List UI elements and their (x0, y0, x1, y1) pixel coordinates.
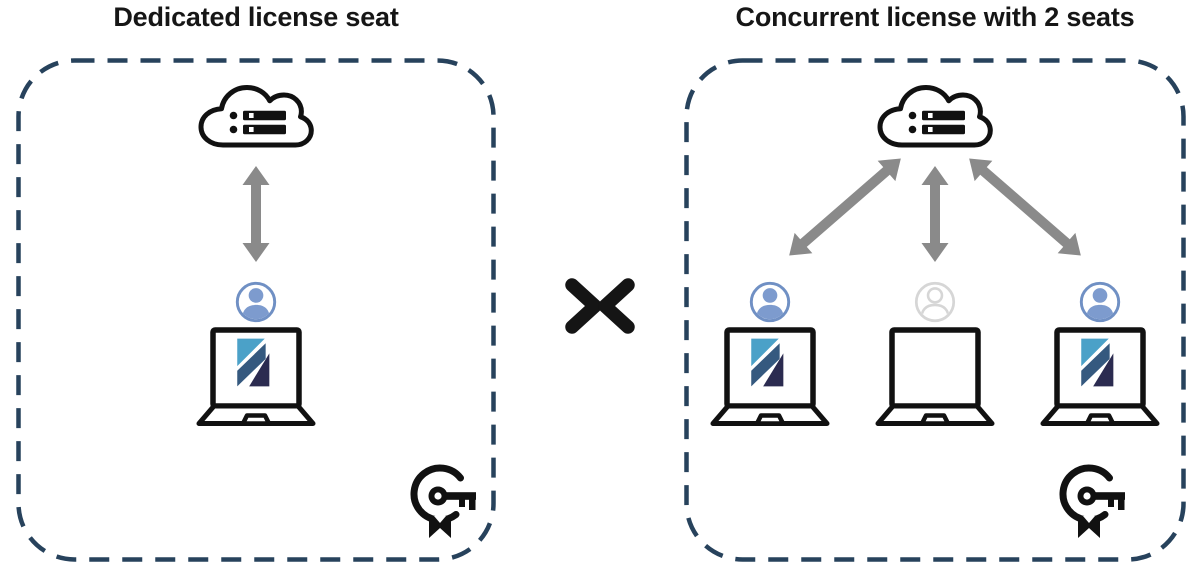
right-panel-title: Concurrent license with 2 seats (735, 2, 1135, 32)
right-panel (684, 58, 1186, 562)
active-user-icon (234, 280, 278, 324)
dashed-border (16, 58, 496, 562)
app-logo-icon (743, 335, 798, 390)
left-panel (16, 58, 496, 562)
license-key-badge-icon (1057, 460, 1131, 540)
dashed-border (684, 58, 1186, 562)
sync-arrow-center-icon (920, 166, 950, 262)
app-logo-icon (229, 335, 284, 390)
cloud-license-server-icon (875, 83, 995, 157)
active-user-icon (748, 280, 792, 324)
inactive-user-icon (913, 280, 957, 324)
compare-chevrons-icon (565, 278, 635, 334)
app-logo-icon (1073, 335, 1128, 390)
laptop-icon (865, 327, 1005, 427)
license-key-badge-icon (408, 460, 482, 540)
active-user-icon (1078, 280, 1122, 324)
cloud-license-server-icon (196, 83, 316, 157)
bidirectional-sync-arrow-icon (241, 166, 271, 262)
left-panel-title: Dedicated license seat (113, 2, 399, 32)
